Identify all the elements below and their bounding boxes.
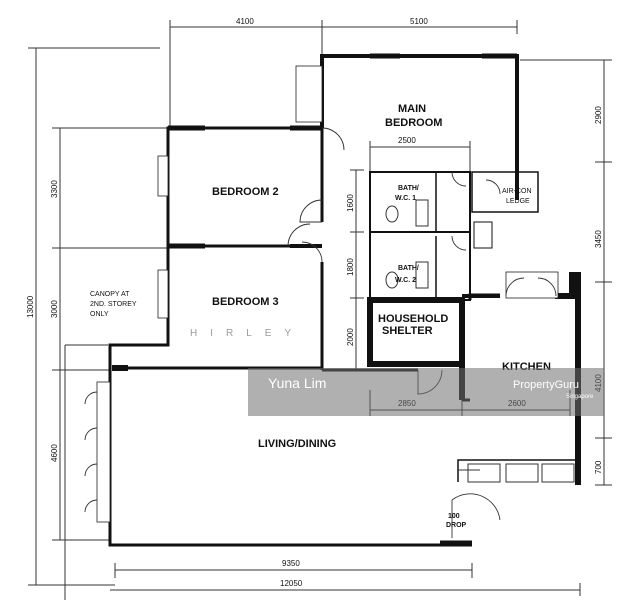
household-label-1: HOUSEHOLD: [378, 313, 448, 325]
dim-top-left: 4100: [236, 17, 254, 26]
dim-shelter-height: 2000: [346, 328, 355, 346]
bath2-label-1: BATH/: [398, 265, 419, 272]
dim-left-overall: 13000: [26, 295, 35, 318]
dim-bottom-overall: 12050: [280, 579, 303, 588]
dim-bath1-height: 1600: [346, 194, 355, 212]
aircon-label-2: LEDGE: [506, 198, 530, 205]
walls: [108, 53, 581, 547]
drop-label-1: 100: [448, 513, 460, 520]
drop-label-2: DROP: [446, 522, 467, 529]
living-label: LIVING/DINING: [258, 438, 336, 450]
watermark-text: HIRLEY: [190, 328, 304, 339]
main-bedroom-label-1: MAIN: [398, 103, 426, 115]
canopy-note-2: 2ND. STOREY: [90, 301, 137, 308]
dim-left-bed3: 3000: [50, 300, 59, 318]
aircon-label-1: AIR-CON: [502, 188, 532, 195]
agent-name: Yuna Lim: [268, 375, 326, 391]
bedroom2-label: BEDROOM 2: [212, 186, 279, 198]
dim-bottom-inner: 9350: [282, 559, 300, 568]
dim-left-living: 4600: [50, 444, 59, 462]
dim-left-bed2: 3300: [50, 180, 59, 198]
dimension-labels: 4100 5100 2500 2850 2600 9350 12050 1300…: [26, 17, 603, 588]
bath1-label-1: BATH/: [398, 185, 419, 192]
dim-right-top: 2900: [594, 106, 603, 124]
main-bedroom-label-2: BEDROOM: [385, 117, 442, 129]
agent-banner: Yuna Lim PropertyGuru Singapore: [248, 368, 604, 416]
dim-bath2-height: 1800: [346, 258, 355, 276]
brand-sub: Singapore: [566, 394, 594, 400]
windows: [96, 65, 559, 523]
dimension-lines: [28, 20, 612, 600]
dim-bath-width: 2500: [398, 136, 416, 145]
canopy-note-3: ONLY: [90, 311, 109, 318]
bath1-label-2: W.C. 1: [395, 195, 416, 202]
bath2-label-2: W.C. 2: [395, 277, 416, 284]
dim-right-mid: 3450: [594, 230, 603, 248]
household-label-2: SHELTER: [382, 325, 433, 337]
dim-right-bottom: 700: [594, 460, 603, 474]
canopy-note-1: CANOPY AT: [90, 291, 130, 298]
bedroom3-label: BEDROOM 3: [212, 296, 279, 308]
dim-top-right: 5100: [410, 17, 428, 26]
bath-fixtures: [385, 199, 429, 289]
brand-name: PropertyGuru: [513, 379, 579, 391]
